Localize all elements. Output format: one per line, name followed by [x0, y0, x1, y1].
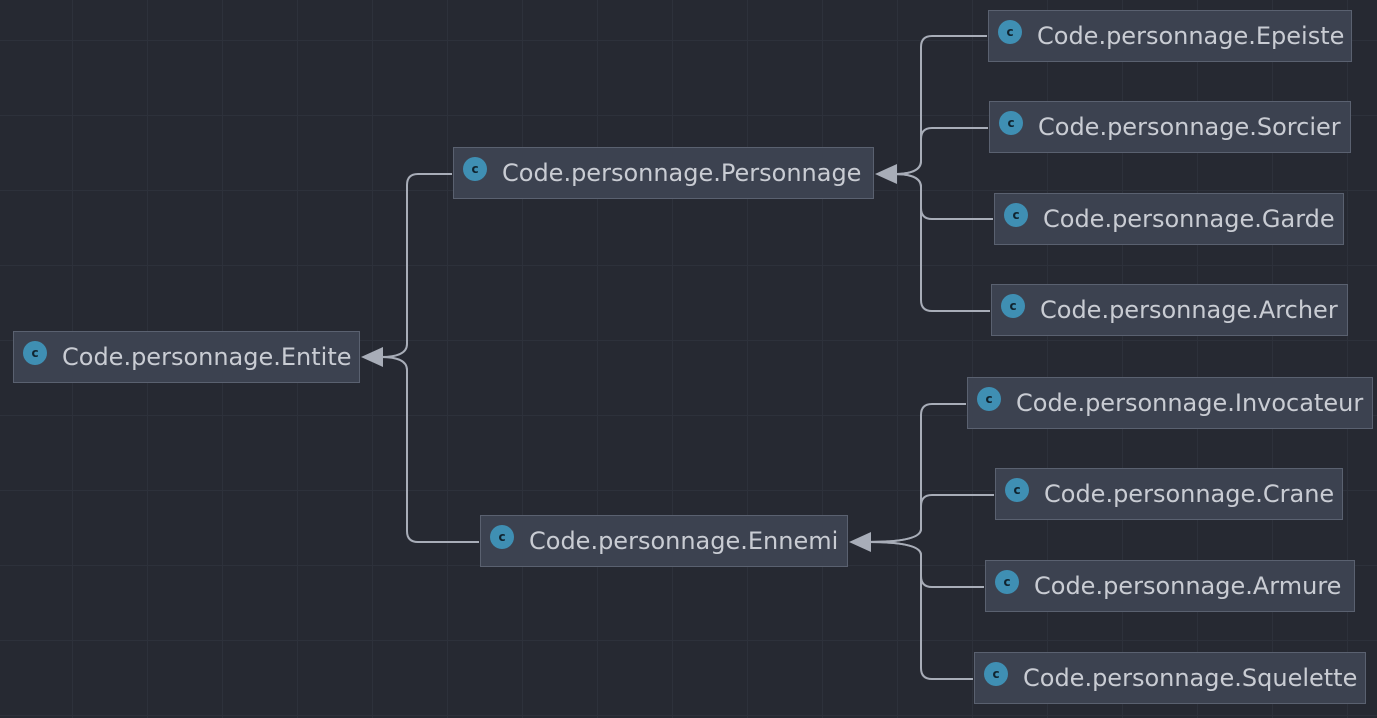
class-node-crane[interactable]: c Code.personnage.Crane [995, 468, 1343, 520]
class-node-epeiste[interactable]: c Code.personnage.Epeiste [988, 10, 1352, 62]
class-node-archer[interactable]: c Code.personnage.Archer [991, 284, 1348, 336]
class-node-label: Code.personnage.Garde [1043, 205, 1335, 233]
class-c-icon: c [490, 525, 514, 549]
class-node-label: Code.personnage.Ennemi [529, 527, 839, 555]
class-c-icon: c [1005, 478, 1029, 502]
edge-armure-to-ennemi [867, 541, 984, 588]
class-c-icon: c [984, 662, 1008, 686]
edge-epeiste-to-personnage [893, 35, 987, 175]
edge-ennemi-to-entite [380, 356, 479, 543]
class-node-garde[interactable]: c Code.personnage.Garde [994, 193, 1344, 245]
edge-sorcier-to-personnage [893, 127, 988, 175]
class-c-icon: c [463, 157, 487, 181]
class-c-icon: c [977, 387, 1001, 411]
class-c-icon: c [998, 20, 1022, 44]
class-c-icon: c [1004, 203, 1028, 227]
class-node-label: Code.personnage.Entite [62, 343, 352, 371]
class-c-icon: c [999, 111, 1023, 135]
arrowhead-ennemi [849, 532, 871, 552]
class-node-personnage[interactable]: c Code.personnage.Personnage [453, 147, 874, 199]
class-node-label: Code.personnage.Archer [1040, 296, 1338, 324]
class-node-label: Code.personnage.Squelette [1023, 664, 1358, 692]
class-c-icon: c [1001, 294, 1025, 318]
edge-crane-to-ennemi [867, 494, 994, 543]
edge-invocateur-to-ennemi [867, 403, 966, 543]
edge-personnage-to-entite [380, 173, 452, 358]
class-c-icon: c [23, 341, 47, 365]
edge-archer-to-personnage [893, 173, 990, 312]
arrowhead-personnage [875, 164, 897, 184]
class-node-label: Code.personnage.Sorcier [1038, 113, 1341, 141]
class-node-sorcier[interactable]: c Code.personnage.Sorcier [989, 101, 1351, 153]
class-node-label: Code.personnage.Crane [1044, 480, 1335, 508]
class-c-icon: c [995, 570, 1019, 594]
class-node-armure[interactable]: c Code.personnage.Armure [985, 560, 1355, 612]
class-node-ennemi[interactable]: c Code.personnage.Ennemi [480, 515, 848, 567]
class-node-invocateur[interactable]: c Code.personnage.Invocateur [967, 377, 1373, 429]
edge-garde-to-personnage [893, 173, 993, 220]
class-node-label: Code.personnage.Invocateur [1016, 389, 1364, 417]
class-node-label: Code.personnage.Armure [1034, 572, 1342, 600]
class-node-squelette[interactable]: c Code.personnage.Squelette [974, 652, 1366, 704]
class-node-entite[interactable]: c Code.personnage.Entite [13, 331, 360, 383]
class-node-label: Code.personnage.Epeiste [1037, 22, 1345, 50]
arrowhead-entite [361, 347, 383, 367]
edge-squelette-to-ennemi [867, 541, 973, 680]
class-node-label: Code.personnage.Personnage [502, 159, 862, 187]
